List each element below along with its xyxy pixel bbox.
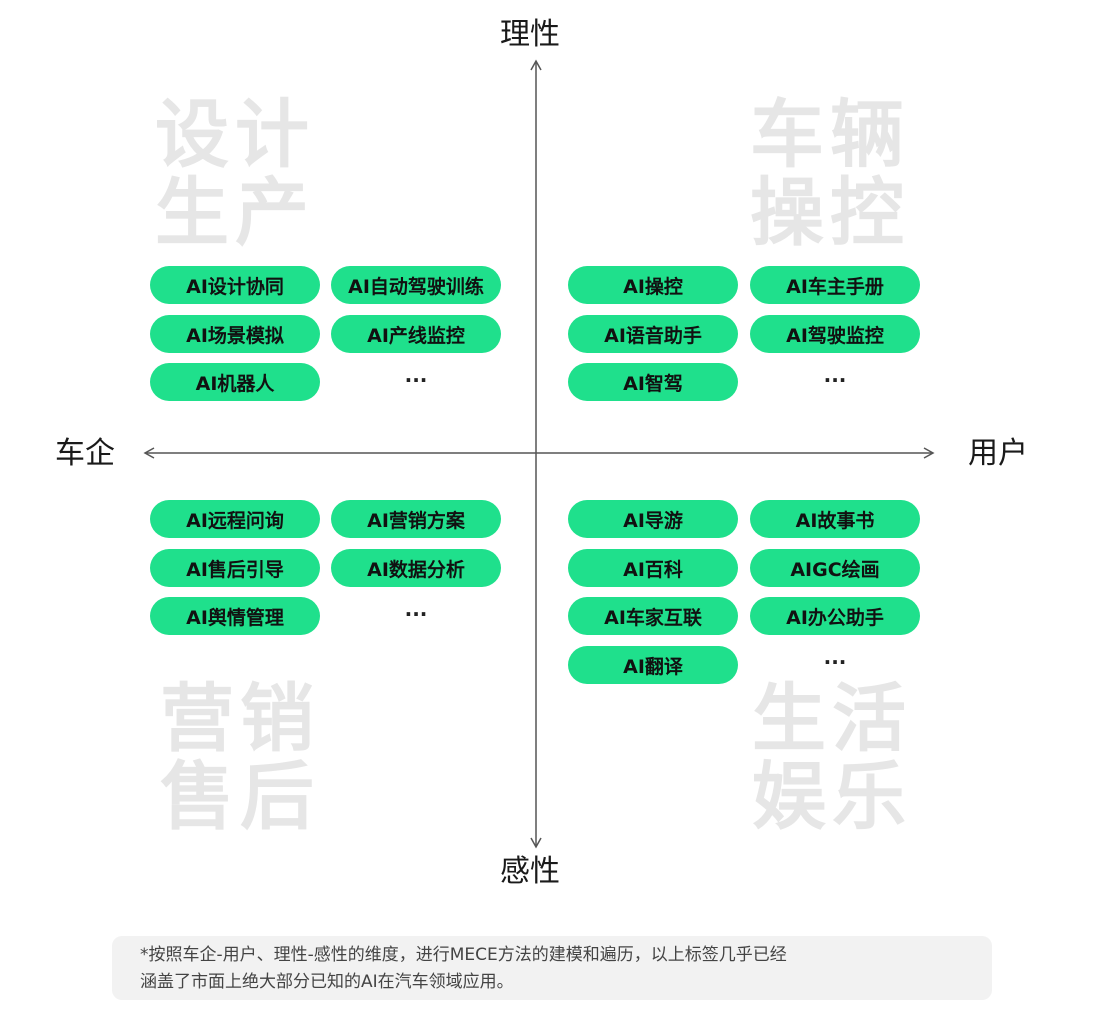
quadrant-title-line: 营销 <box>160 676 320 762</box>
tag-ai-scene-sim: AI场景模拟 <box>150 315 320 353</box>
tag-ai-autodrive-training: AI自动驾驶训练 <box>331 266 501 304</box>
tag-ai-line-monitor: AI产线监控 <box>331 315 501 353</box>
tag-ai-voice-assistant: AI语音助手 <box>568 315 738 353</box>
tag-ai-sentiment-mgmt: AI舆情管理 <box>150 597 320 635</box>
tag-ai-design-collab: AI设计协同 <box>150 266 320 304</box>
tag-ai-tour-guide: AI导游 <box>568 500 738 538</box>
axis-label-left: 车企 <box>55 436 115 471</box>
tag-ai-car-home-link: AI车家互联 <box>568 597 738 635</box>
tag-ai-smart-drive: AI智驾 <box>568 363 738 401</box>
horizontal-axis <box>143 447 935 459</box>
arrow-down-icon <box>530 837 542 849</box>
ellipsis-top-right: ··· <box>823 368 847 392</box>
tag-ai-data-analysis: AI数据分析 <box>331 549 501 587</box>
footnote-text: *按照车企-用户、理性-感性的维度，进行MECE方法的建模和遍历，以上标签几乎已… <box>140 942 972 996</box>
quadrant-title-bottom-left: 营销 售后 <box>160 680 320 836</box>
tag-aigc-painting: AIGC绘画 <box>750 549 920 587</box>
footnote-box: *按照车企-用户、理性-感性的维度，进行MECE方法的建模和遍历，以上标签几乎已… <box>112 936 992 1000</box>
footnote-line: *按照车企-用户、理性-感性的维度，进行MECE方法的建模和遍历，以上标签几乎已… <box>140 945 787 965</box>
axis-label-top: 理性 <box>500 17 560 52</box>
tag-ai-aftersales-guide: AI售后引导 <box>150 549 320 587</box>
ellipsis-bottom-right: ··· <box>823 650 847 674</box>
footnote-line: 涵盖了市面上绝大部分已知的AI在汽车领域应用。 <box>140 972 514 992</box>
vertical-axis <box>530 59 542 849</box>
axis-label-bottom: 感性 <box>500 854 560 889</box>
quadrant-title-line: 车辆 <box>750 92 910 178</box>
tag-ai-marketing-plan: AI营销方案 <box>331 500 501 538</box>
arrow-right-icon <box>923 447 935 459</box>
quadrant-title-top-left: 设计 生产 <box>155 96 315 252</box>
quadrant-title-bottom-right: 生活 娱乐 <box>752 680 912 836</box>
tag-ai-remote-inquiry: AI远程问询 <box>150 500 320 538</box>
quadrant-title-line: 售后 <box>160 754 320 840</box>
quadrant-title-line: 生产 <box>155 170 315 256</box>
ellipsis-top-left: ··· <box>404 368 428 392</box>
tag-ai-driving-monitor: AI驾驶监控 <box>750 315 920 353</box>
quadrant-title-line: 娱乐 <box>752 754 912 840</box>
tag-ai-translate: AI翻译 <box>568 646 738 684</box>
tag-ai-encyclopedia: AI百科 <box>568 549 738 587</box>
quadrant-title-top-right: 车辆 操控 <box>750 96 910 252</box>
ellipsis-bottom-left: ··· <box>404 602 428 626</box>
tag-ai-control: AI操控 <box>568 266 738 304</box>
quadrant-title-line: 生活 <box>752 676 912 762</box>
arrow-left-icon <box>143 447 155 459</box>
axis-label-right: 用户 <box>968 436 1028 471</box>
tag-ai-office-assistant: AI办公助手 <box>750 597 920 635</box>
tag-ai-storybook: AI故事书 <box>750 500 920 538</box>
tag-ai-owner-manual: AI车主手册 <box>750 266 920 304</box>
arrow-up-icon <box>530 59 542 71</box>
quadrant-title-line: 设计 <box>155 92 315 178</box>
tag-ai-robot: AI机器人 <box>150 363 320 401</box>
quadrant-title-line: 操控 <box>750 170 910 256</box>
